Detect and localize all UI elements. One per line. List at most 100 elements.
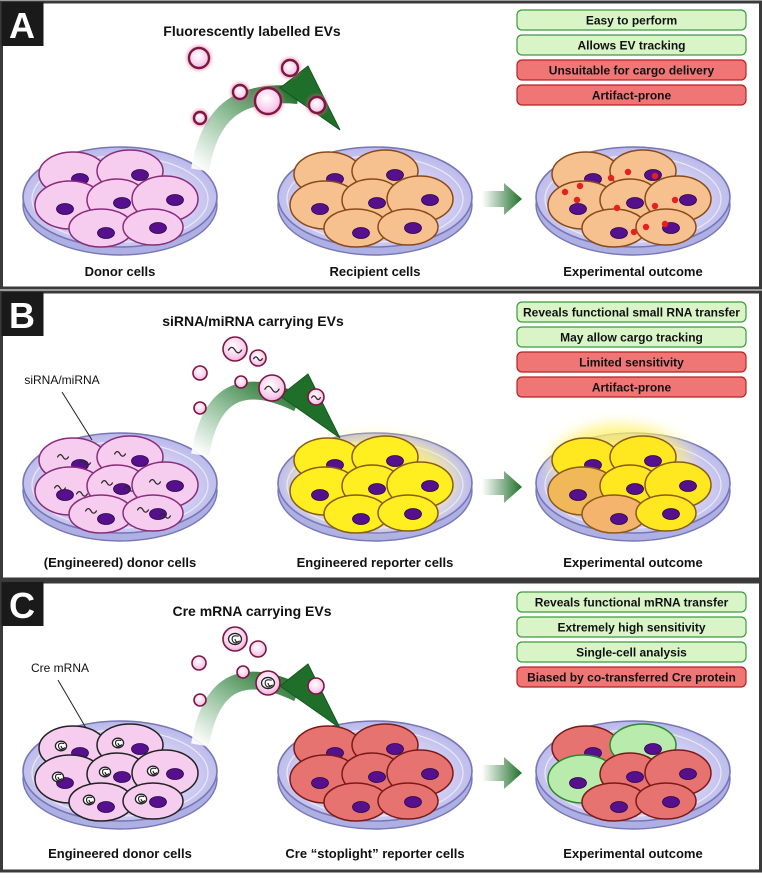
nucleus — [386, 169, 404, 181]
rna-squiggle — [264, 385, 280, 393]
extracellular-vesicle — [192, 365, 208, 381]
advantage-box — [516, 641, 747, 663]
rna-squiggle — [100, 480, 114, 486]
outcome-label: Experimental outcome — [563, 846, 702, 861]
nucleus — [626, 483, 644, 495]
cre-mrna-swirl — [54, 773, 63, 781]
nucleus — [149, 508, 167, 520]
cre-mrna-swirl — [137, 795, 146, 803]
rna-squiggle — [56, 454, 70, 460]
extracellular-vesicle — [193, 693, 207, 707]
labelled-ev-dot — [624, 168, 632, 176]
limitation-text: Artifact-prone — [592, 89, 672, 103]
nucleus — [644, 743, 662, 755]
nucleus — [311, 777, 329, 789]
outcome-label: Experimental outcome — [563, 555, 702, 570]
nucleus — [404, 508, 422, 520]
nucleus — [166, 194, 184, 206]
extracellular-vesicle — [231, 83, 249, 101]
limitation-box — [516, 376, 747, 398]
limitation-text: Unsuitable for cargo delivery — [549, 64, 715, 78]
nucleus — [131, 169, 149, 181]
transfer-arrow-head — [279, 373, 341, 439]
nucleus — [679, 480, 697, 492]
nucleus — [626, 771, 644, 783]
recipient-label: Cre “stoplight” reporter cells — [285, 846, 464, 861]
labelled-ev-dot — [651, 202, 659, 210]
panel-letter: A — [9, 5, 35, 46]
nucleus — [569, 203, 587, 215]
advantage-text: Reveals functional mRNA transfer — [535, 596, 729, 610]
limitation-box — [516, 351, 747, 373]
cargo-label: Cre mRNA — [31, 661, 89, 675]
extracellular-vesicle — [191, 655, 207, 671]
extracellular-vesicle — [236, 665, 250, 679]
recipient-label: Recipient cells — [329, 264, 420, 279]
cre-mrna-swirl — [231, 635, 240, 644]
advantage-text: Extremely high sensitivity — [557, 621, 705, 635]
advantage-box — [516, 301, 747, 323]
cre-mrna-swirl — [149, 767, 158, 775]
rna-squiggle — [78, 460, 92, 466]
labelled-ev-dot — [607, 174, 615, 182]
callout-line — [57, 679, 87, 729]
nucleus — [113, 483, 131, 495]
donor-label: Engineered donor cells — [48, 846, 192, 861]
nucleus — [644, 455, 662, 467]
nucleus — [368, 771, 386, 783]
nucleus — [404, 796, 422, 808]
extracellular-vesicle — [187, 46, 211, 70]
labelled-ev-dot — [573, 196, 581, 204]
nucleus — [569, 777, 587, 789]
advantage-text: May allow cargo tracking — [560, 331, 703, 345]
rna-squiggle — [53, 485, 67, 491]
nucleus — [679, 768, 697, 780]
nucleus — [386, 455, 404, 467]
ev-label: Cre mRNA carrying EVs — [173, 603, 332, 619]
advantage-box — [516, 616, 747, 638]
extracellular-vesicle — [193, 401, 207, 415]
nucleus — [352, 513, 370, 525]
nucleus — [368, 197, 386, 209]
advantage-text: Single-cell analysis — [576, 646, 687, 660]
rna-squiggle — [75, 491, 89, 497]
extracellular-vesicle — [253, 86, 283, 116]
extracellular-vesicle — [280, 58, 300, 78]
panel-letter-tag — [1, 2, 44, 46]
nucleus — [386, 743, 404, 755]
outcome-arrow — [482, 757, 522, 789]
ev-label: siRNA/miRNA carrying EVs — [162, 313, 344, 329]
advantage-box — [516, 591, 747, 613]
nucleus — [610, 801, 628, 813]
nucleus — [113, 771, 131, 783]
nucleus — [56, 203, 74, 215]
limitation-box — [516, 59, 747, 81]
limitation-text: Artifact-prone — [592, 381, 672, 395]
outcome-label: Experimental outcome — [563, 264, 702, 279]
extracellular-vesicle — [249, 640, 267, 658]
advantage-text: Reveals functional small RNA transfer — [523, 306, 740, 320]
nucleus — [311, 489, 329, 501]
labelled-ev-dot — [661, 220, 669, 228]
labelled-ev-dot — [576, 182, 584, 190]
recipient-label: Engineered reporter cells — [297, 555, 454, 570]
nucleus — [352, 227, 370, 239]
limitation-text: Limited sensitivity — [579, 356, 684, 370]
extracellular-vesicle — [192, 110, 208, 126]
donor-label: (Engineered) donor cells — [44, 555, 196, 570]
limitation-text: Biased by co-transferred Cre protein — [527, 671, 736, 685]
cre-mrna-swirl — [264, 679, 273, 688]
nucleus — [113, 197, 131, 209]
nucleus — [662, 508, 680, 520]
nucleus — [404, 222, 422, 234]
nucleus — [97, 227, 115, 239]
nucleus — [311, 203, 329, 215]
cre-mrna-swirl — [114, 739, 123, 747]
panel-letter: C — [9, 585, 35, 626]
extracellular-vesicle — [307, 95, 327, 115]
labelled-ev-dot — [561, 188, 569, 196]
labelled-ev-dot — [671, 196, 679, 204]
outcome-arrow — [482, 183, 522, 215]
nucleus — [421, 480, 439, 492]
